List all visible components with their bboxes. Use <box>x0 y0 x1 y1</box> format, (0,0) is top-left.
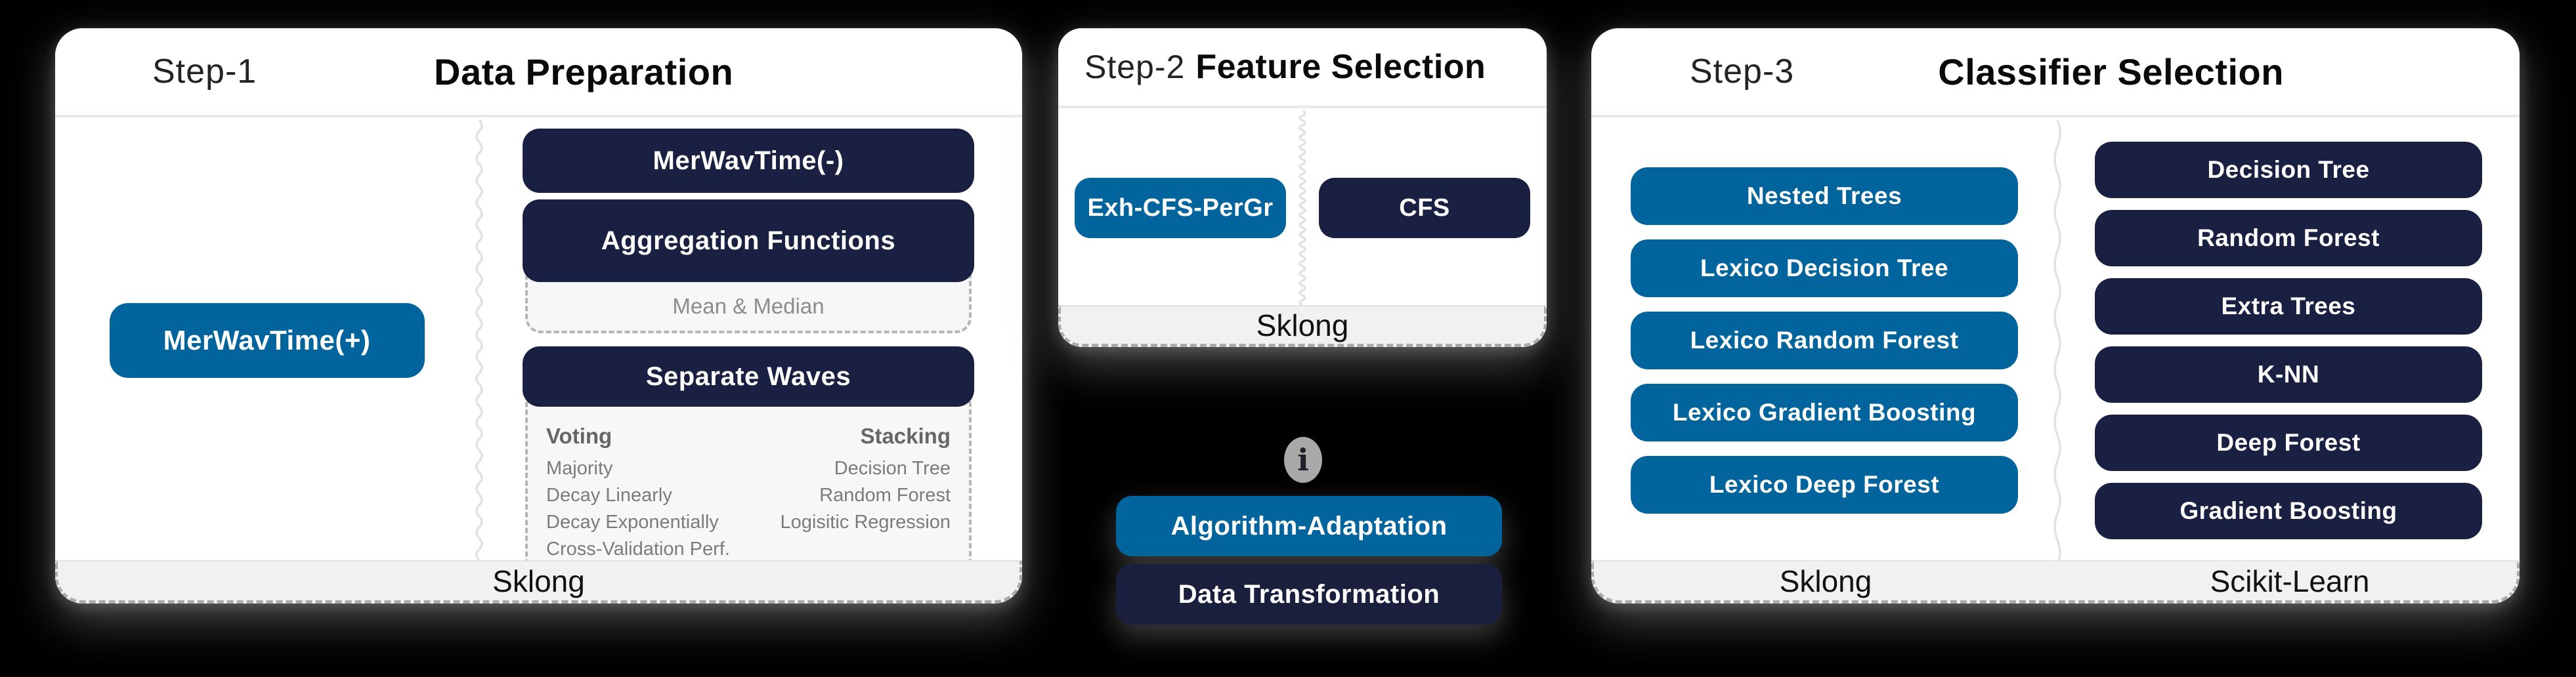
step-3-label: Step-3 <box>1690 52 1795 91</box>
lexico-decision-tree-button[interactable]: Lexico Decision Tree <box>1631 239 2018 297</box>
aggregation-functions-button[interactable]: Aggregation Functions <box>523 199 974 282</box>
column-divider-wavy-line <box>1297 111 1308 305</box>
merwavtime-minus-button[interactable]: MerWavTime(-) <box>523 129 974 193</box>
nested-trees-button[interactable]: Nested Trees <box>1631 167 2018 225</box>
k-nn-button[interactable]: K-NN <box>2095 346 2482 403</box>
voting-item: Decay Exponentially <box>546 512 719 533</box>
info-icon-glyph: i <box>1297 442 1309 478</box>
separate-waves-options-box: Voting Majority Decay Linearly Decay Exp… <box>525 390 972 580</box>
separate-waves-button[interactable]: Separate Waves <box>523 346 974 407</box>
extra-trees-button[interactable]: Extra Trees <box>2095 277 2482 335</box>
panel-2-footer: Sklong <box>1058 305 1547 347</box>
panel-3-footer-left-label: Sklong <box>1779 564 1872 598</box>
voting-item: Decay Linearly <box>546 485 672 506</box>
panel-step-2: Step-2 Feature Selection Exh-CFS-PerGr C… <box>1058 28 1547 347</box>
panel-3-footer: Sklong Scikit-Learn <box>1591 560 2520 604</box>
panel-2-right-column: CFS <box>1302 111 1547 305</box>
voting-column: Voting Majority Decay Linearly Decay Exp… <box>546 424 730 560</box>
step-1-label: Step-1 <box>152 52 257 91</box>
voting-header: Voting <box>546 424 612 448</box>
stacking-item: Logisitic Regression <box>780 512 951 533</box>
panel-1-right-column: MerWavTime(-) Aggregation Functions Mean… <box>523 129 974 580</box>
deep-forest-button[interactable]: Deep Forest <box>2095 414 2482 471</box>
data-transformation-button[interactable]: Data Transformation <box>1116 564 1502 625</box>
stacking-item: Random Forest <box>819 485 951 506</box>
panel-2-title: Feature Selection <box>1195 48 1486 86</box>
panel-3-title: Classifier Selection <box>1938 51 2284 92</box>
algorithm-adaptation-button[interactable]: Algorithm-Adaptation <box>1116 496 1502 556</box>
panel-1-left-column: MerWavTime(+) <box>55 120 479 560</box>
column-divider-wavy-line <box>474 120 484 560</box>
stacking-header: Stacking <box>860 424 951 448</box>
panel-2-left-column: Exh-CFS-PerGr <box>1058 111 1302 305</box>
gradient-boosting-button[interactable]: Gradient Boosting <box>2095 482 2482 539</box>
column-divider-wavy-line <box>2052 120 2063 604</box>
panel-1-footer: Sklong <box>55 560 1022 604</box>
panel-3-header: Step-3 Classifier Selection <box>1591 28 2520 117</box>
lexico-random-forest-button[interactable]: Lexico Random Forest <box>1631 311 2018 369</box>
voting-item: Cross-Validation Perf. <box>546 539 730 560</box>
panel-1-body: MerWavTime(+) MerWavTime(-) Aggregation … <box>55 120 1022 580</box>
voting-item: Majority <box>546 458 613 479</box>
panel-step-3: Step-3 Classifier Selection Nested Trees… <box>1591 28 2520 604</box>
panel-1-header: Step-1 Data Preparation <box>55 28 1022 117</box>
random-forest-button[interactable]: Random Forest <box>2095 209 2482 266</box>
lexico-gradient-boosting-button[interactable]: Lexico Gradient Boosting <box>1631 383 2018 441</box>
panel-step-1: Step-1 Data Preparation MerWavTime(+) Me… <box>55 28 1022 604</box>
panel-2-header: Step-2 Feature Selection <box>1058 28 1547 108</box>
decision-tree-button[interactable]: Decision Tree <box>2095 141 2482 198</box>
info-icon[interactable]: i <box>1284 437 1322 483</box>
cfs-button[interactable]: CFS <box>1319 178 1530 238</box>
exh-cfs-pergr-button[interactable]: Exh-CFS-PerGr <box>1075 178 1286 238</box>
merwavtime-plus-button[interactable]: MerWavTime(+) <box>109 302 425 378</box>
sklong-classifier-column: Nested Trees Lexico Decision Tree Lexico… <box>1591 120 2057 560</box>
stacking-item: Decision Tree <box>834 458 951 479</box>
lexico-deep-forest-button[interactable]: Lexico Deep Forest <box>1631 455 2018 514</box>
panel-1-footer-label: Sklong <box>492 564 585 598</box>
sklearn-classifier-column: Decision Tree Random Forest Extra Trees … <box>2057 120 2520 560</box>
panel-3-footer-right-label: Scikit-Learn <box>2210 564 2370 598</box>
mean-median-label: Mean & Median <box>672 294 825 318</box>
stacking-column: Stacking Decision Tree Random Forest Log… <box>780 424 951 560</box>
panel-1-title: Data Preparation <box>434 51 734 92</box>
panel-2-body: Exh-CFS-PerGr CFS <box>1058 111 1547 305</box>
step-2-label: Step-2 <box>1084 49 1186 85</box>
panel-2-footer-label: Sklong <box>1256 308 1349 342</box>
panel-3-body: Nested Trees Lexico Decision Tree Lexico… <box>1591 120 2520 560</box>
